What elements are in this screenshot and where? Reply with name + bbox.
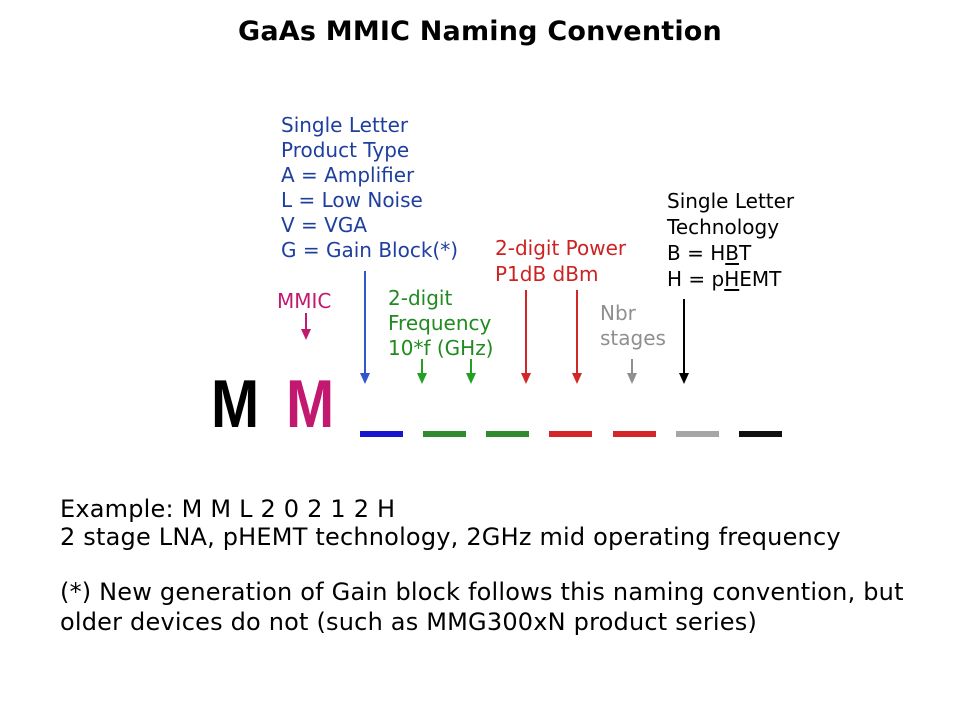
label-line: stages (600, 326, 666, 350)
hbt-post: T (738, 241, 752, 265)
hbt-underlined-letter: B (725, 241, 739, 265)
label-line: Product Type (281, 138, 410, 162)
down-arrow-icon-stages (631, 359, 633, 373)
down-arrow-icon-frequency-2 (470, 359, 472, 373)
label-line-phemt: H = pHEMT (667, 266, 794, 292)
down-arrow-icon-mmic (305, 313, 307, 329)
footnote-line-2: older devices do not (such as MMG300xN p… (60, 608, 758, 636)
label-line: Frequency (388, 311, 492, 335)
phemt-pre: H = p (667, 267, 725, 291)
label-line: 10*f (GHz) (388, 336, 494, 360)
label-line: A = Amplifier (281, 163, 415, 187)
label-line-hbt: B = HBT (667, 240, 794, 266)
page-title: GaAs MMIC Naming Convention (238, 16, 722, 47)
footnote-text: (*) New generation of Gain block follows… (60, 577, 904, 637)
blank-underscore-stages (676, 431, 719, 437)
label-technology: Single Letter Technology B = HBT H = pHE… (667, 188, 794, 292)
label-line: L = Low Noise (281, 188, 423, 212)
label-mmic: MMIC (277, 289, 332, 313)
label-power: 2-digit Power P1dB dBm (495, 235, 626, 287)
example-line-1: Example: M M L 2 0 2 1 2 H (60, 495, 396, 523)
phemt-underlined-letter: H (724, 267, 740, 291)
hbt-pre: B = H (667, 241, 726, 265)
part-letter-m-black: M (211, 366, 260, 442)
label-line: 2-digit (388, 286, 453, 310)
label-nbr-stages: Nbr stages (600, 301, 666, 351)
down-arrow-icon-frequency-1 (421, 359, 423, 373)
down-arrow-icon-power-1 (525, 290, 527, 373)
label-frequency: 2-digit Frequency 10*f (GHz) (388, 286, 494, 361)
down-arrow-icon-power-2 (576, 290, 578, 373)
blank-underscore-frequency-1 (423, 431, 466, 437)
phemt-post: EMT (739, 267, 782, 291)
example-line-2: 2 stage LNA, pHEMT technology, 2GHz mid … (60, 523, 841, 551)
example-text: Example: M M L 2 0 2 1 2 H 2 stage LNA, … (60, 495, 841, 551)
down-arrow-icon-product-type (364, 271, 366, 373)
label-line: Nbr (600, 301, 636, 325)
part-letter-m-magenta: M (286, 366, 335, 442)
label-line: Technology (667, 215, 780, 239)
blank-underscore-frequency-2 (486, 431, 529, 437)
footnote-line-1: (*) New generation of Gain block follows… (60, 578, 904, 606)
down-arrow-icon-technology (683, 299, 685, 373)
blank-underscore-power-2 (613, 431, 656, 437)
label-line: Single Letter (281, 113, 409, 137)
label-line: V = VGA (281, 213, 368, 237)
label-product-type: Single Letter Product Type A = Amplifier… (281, 113, 458, 263)
blank-underscore-power-1 (549, 431, 592, 437)
label-line: 2-digit Power (495, 236, 627, 260)
blank-underscore-product-type (360, 431, 403, 437)
label-line: P1dB dBm (495, 262, 599, 286)
label-line: Single Letter (667, 189, 795, 213)
blank-underscore-technology (739, 431, 782, 437)
label-line: G = Gain Block(*) (281, 238, 459, 262)
